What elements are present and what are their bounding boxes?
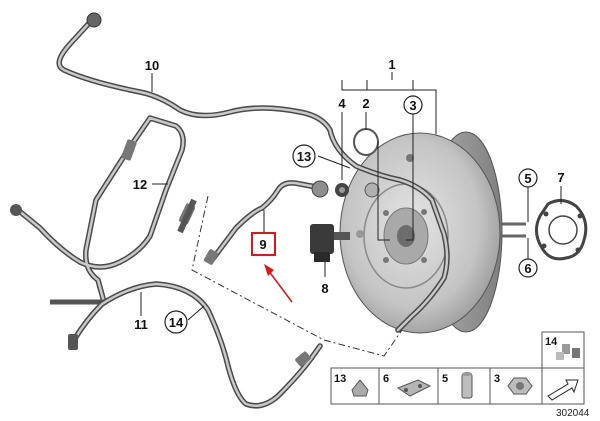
vacuum-line-11[interactable] [68, 281, 323, 409]
gasket[interactable] [535, 199, 588, 261]
callout-12[interactable]: 12 [133, 177, 147, 192]
svg-text:5: 5 [442, 373, 448, 385]
svg-text:14: 14 [545, 336, 558, 348]
legend-item-3[interactable]: 3 [494, 373, 533, 395]
svg-text:6: 6 [383, 373, 389, 385]
callout-9[interactable]: 9 [259, 237, 266, 252]
bracket-icon [396, 379, 432, 397]
callout-10[interactable]: 10 [145, 58, 159, 73]
callout-5[interactable]: 5 [524, 171, 531, 186]
brake-booster[interactable] [339, 131, 526, 334]
legend-item-5[interactable]: 5 [442, 372, 473, 399]
svg-text:13: 13 [334, 373, 346, 385]
callout-14[interactable]: 14 [169, 315, 184, 330]
callout-11[interactable]: 11 [134, 317, 148, 332]
nut-icon [507, 377, 533, 395]
callout-labels: 1 4 2 3 13 5 7 6 8 10 12 11 14 9 [133, 57, 565, 334]
o-ring[interactable] [353, 128, 379, 156]
hose-clamp-icon [556, 344, 580, 360]
callout-1[interactable]: 1 [388, 57, 395, 72]
callout-13[interactable]: 13 [297, 149, 311, 164]
callout-8[interactable]: 8 [321, 281, 328, 296]
callout-9-highlight[interactable] [251, 232, 276, 256]
callout-4[interactable]: 4 [338, 96, 346, 111]
vacuum-line-10[interactable] [56, 12, 450, 333]
legend-item-13[interactable]: 13 [334, 373, 369, 397]
installation-direction-icon [547, 379, 579, 401]
legend-item-14[interactable]: 14 [541, 331, 585, 369]
clip-icon [351, 379, 369, 397]
diagram-id: 302044 [556, 408, 590, 419]
pressure-sensor[interactable] [310, 224, 364, 262]
leader-lines [140, 72, 562, 321]
callout-2[interactable]: 2 [362, 96, 369, 111]
assembly-outline [191, 195, 403, 357]
check-valve[interactable] [311, 180, 380, 198]
callout-6[interactable]: 6 [524, 261, 531, 276]
legend-item-6[interactable]: 6 [383, 373, 432, 397]
callout-7[interactable]: 7 [557, 170, 564, 185]
bolt-icon [461, 372, 473, 399]
parts-legend: 14 13 6 5 [330, 331, 585, 405]
highlight-arrow-icon [264, 264, 293, 303]
vacuum-line-12[interactable] [10, 115, 197, 305]
callout-3[interactable]: 3 [409, 98, 416, 113]
vacuum-hose-9[interactable] [203, 180, 325, 266]
svg-text:3: 3 [494, 373, 500, 385]
